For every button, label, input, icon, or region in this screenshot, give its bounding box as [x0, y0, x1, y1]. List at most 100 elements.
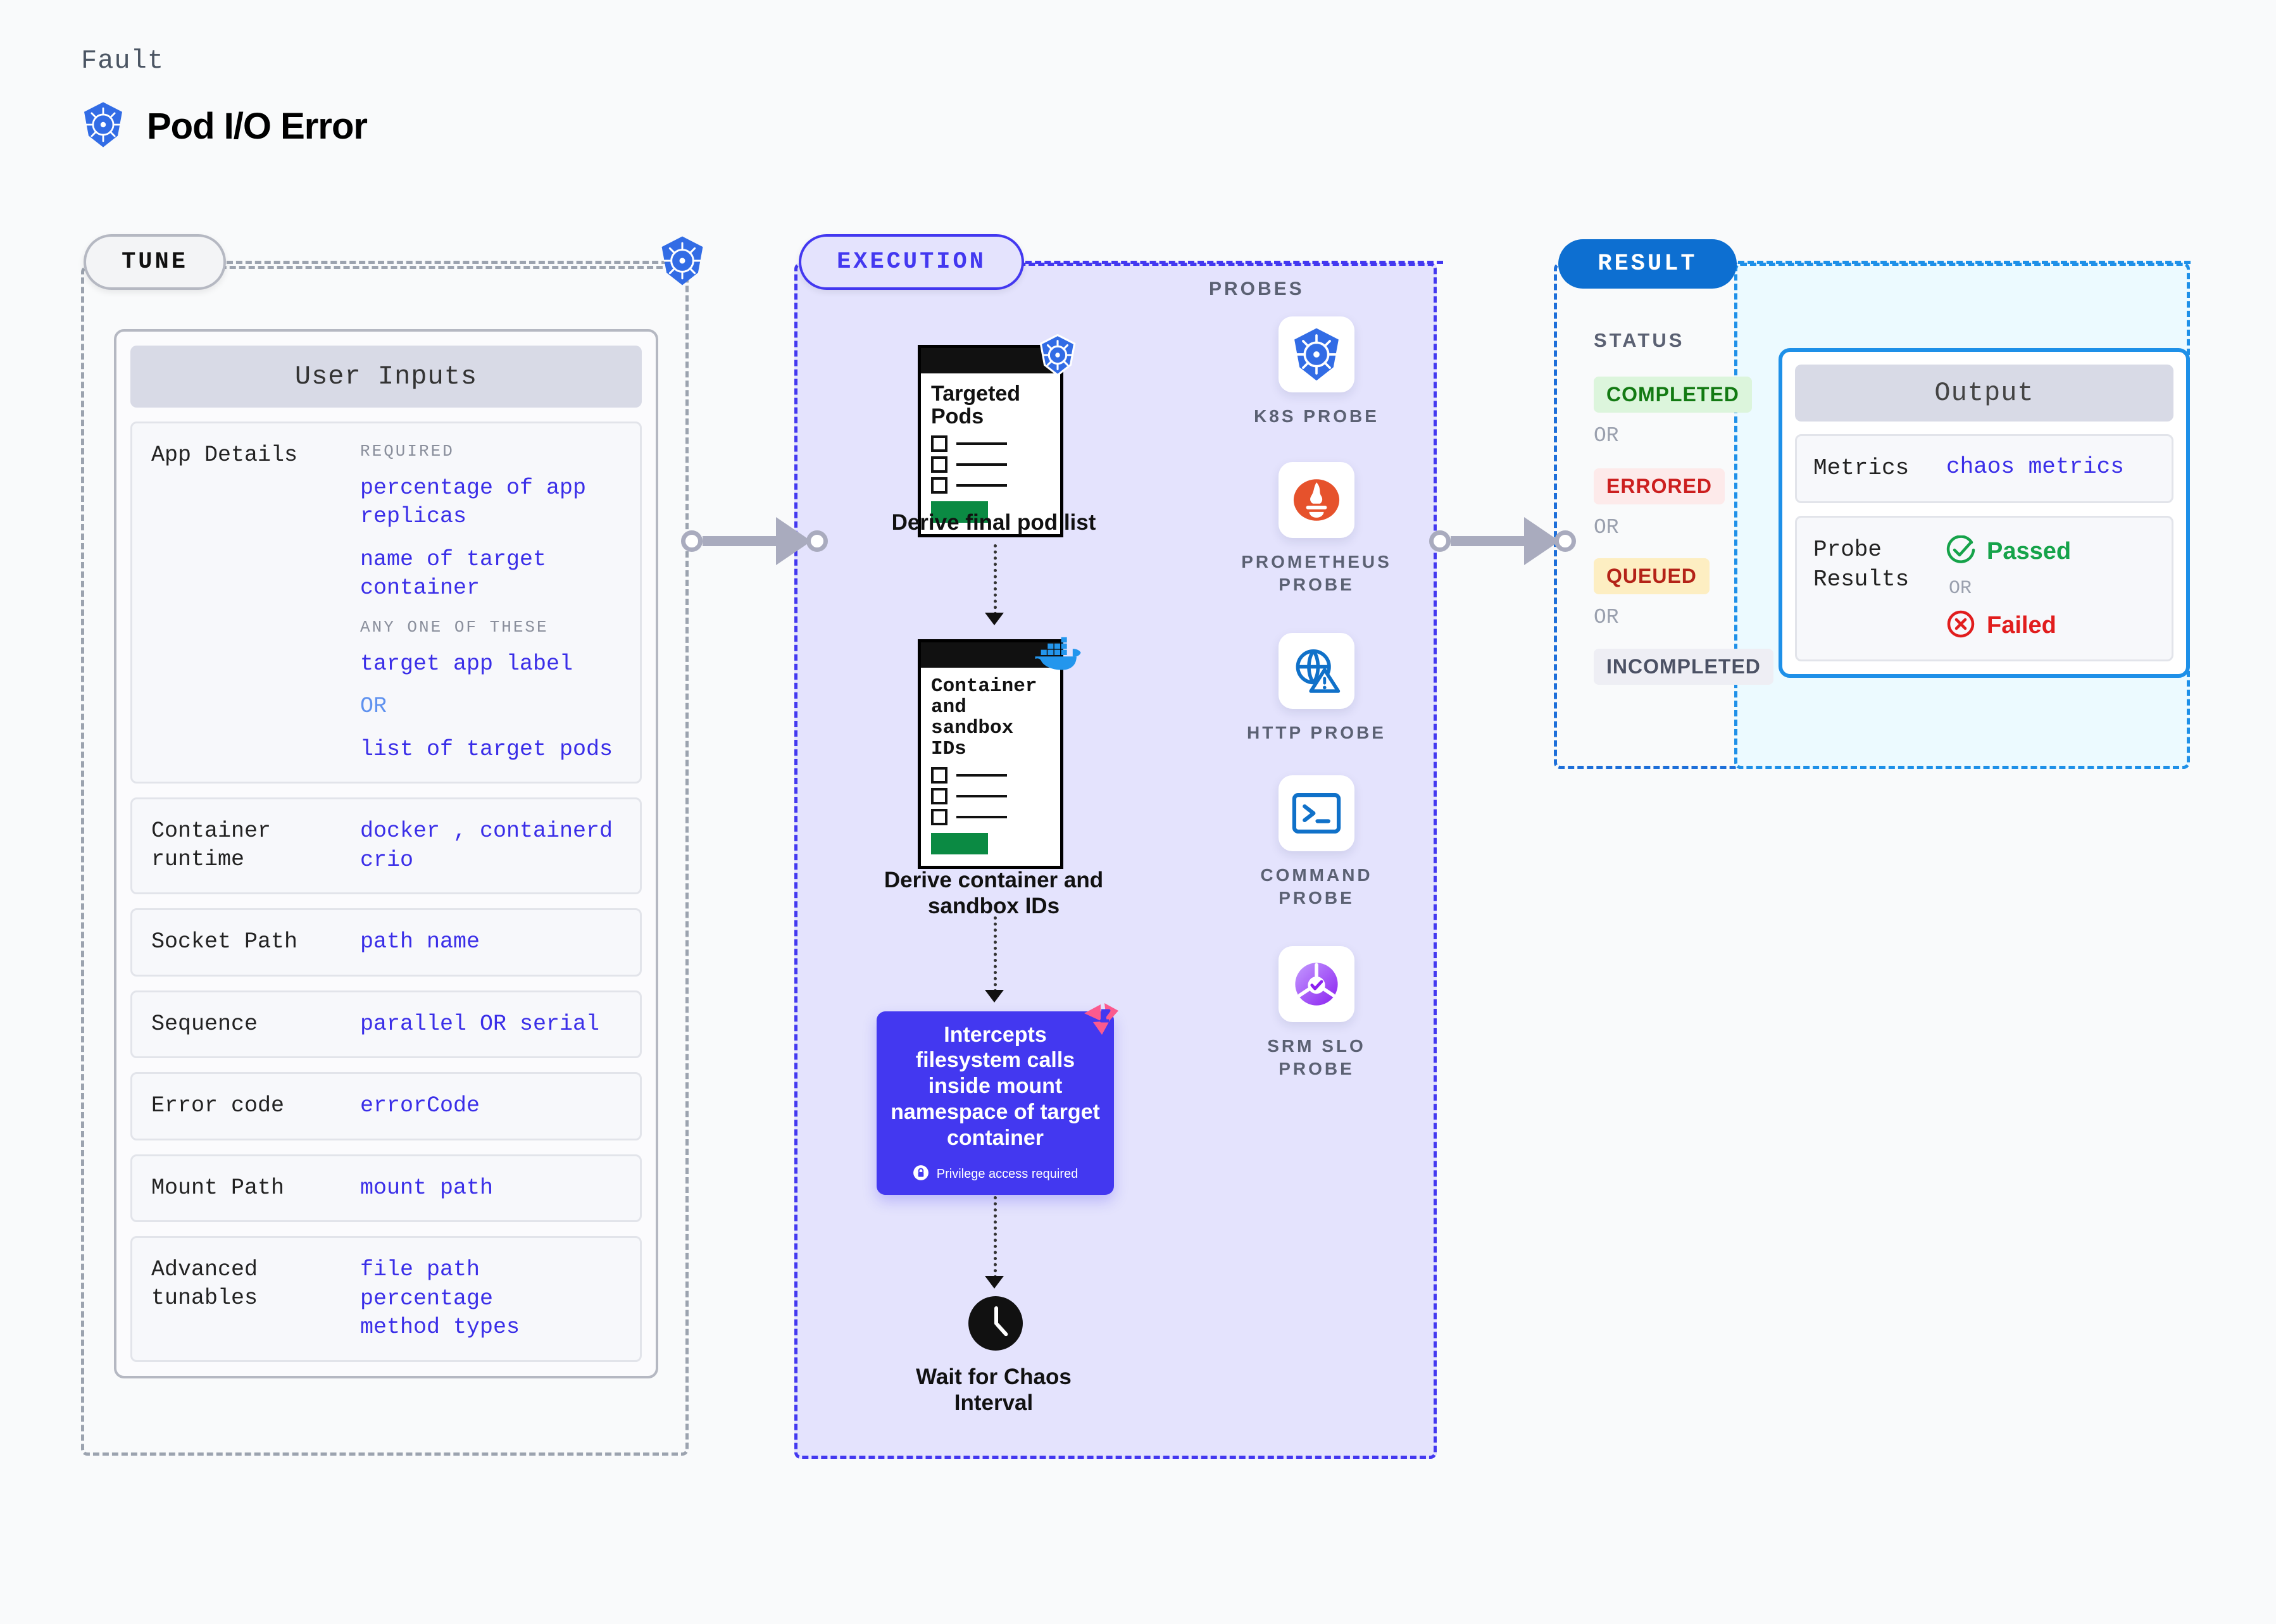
field-caption-required: REQUIRED [360, 442, 454, 461]
lock-icon [913, 1165, 929, 1184]
connector-shaft [1451, 536, 1525, 546]
field-socket-path[interactable]: Socket Path path name [130, 908, 642, 977]
action-text: Intercepts filesystem calls inside mount… [891, 1022, 1100, 1150]
action-intercept-box[interactable]: Intercepts filesystem calls inside mount… [877, 1011, 1114, 1195]
field-value: mount path [360, 1175, 494, 1201]
clock-icon [968, 1296, 1023, 1351]
output-label: Metrics [1813, 455, 1910, 481]
field-label: App Details [151, 442, 298, 468]
connector-knob [1429, 530, 1451, 552]
status-badge-incompleted: INCOMPLETED [1594, 649, 1773, 685]
checkbox-icon [931, 809, 947, 826]
globe-warning-icon [1279, 633, 1354, 709]
probe-label: SRM SLO PROBE [1267, 1036, 1366, 1079]
fault-kicker: Fault [81, 46, 165, 76]
flow-line [994, 544, 997, 615]
doc-title: Targeted Pods [931, 382, 1021, 429]
connector-shaft [703, 536, 777, 546]
tune-tag[interactable]: TUNE [84, 234, 226, 290]
status-or: OR [1594, 606, 1619, 629]
step-targeted-pods[interactable]: Targeted Pods [918, 345, 1063, 538]
result-dash-connector [1738, 261, 2191, 264]
field-value: file path [360, 1257, 480, 1283]
page-title: Pod I/O Error [147, 106, 368, 147]
step-caption: Derive container and sandbox IDs [884, 868, 1104, 919]
doc-title: Container and sandbox IDs [931, 675, 1037, 760]
step-caption: Derive final pod list [891, 510, 1096, 535]
field-label: Mount Path [151, 1175, 285, 1201]
probe-srm-slo[interactable]: SRM SLO PROBE [1244, 946, 1389, 1081]
status-or: OR [1594, 516, 1619, 539]
connector-knob [806, 530, 828, 552]
probe-result-failed: Failed [1987, 611, 2056, 639]
field-label: Error code [151, 1093, 285, 1119]
checkbox-icon [931, 456, 947, 473]
flow-line [994, 1196, 997, 1278]
srm-slo-icon [1279, 946, 1354, 1022]
prometheus-icon [1279, 462, 1354, 538]
field-value: percentage of app replicas [360, 475, 587, 530]
progress-bar [931, 833, 988, 855]
check-circle-icon [1946, 535, 1975, 568]
status-title: STATUS [1594, 329, 1685, 351]
field-value: crio [360, 847, 414, 873]
connector-knob [681, 530, 703, 552]
status-badge-completed: COMPLETED [1594, 377, 1752, 413]
arrow-down-icon [985, 1276, 1004, 1289]
checkbox-icon [931, 788, 947, 805]
output-row-probe-results[interactable]: Probe Results Passed OR [1795, 515, 2173, 661]
arrow-head-icon [776, 517, 811, 565]
probe-http[interactable]: HTTP PROBE [1244, 633, 1389, 744]
field-sequence[interactable]: Sequence parallel OR serial [130, 990, 642, 1059]
checkbox-icon [931, 477, 947, 494]
flow-line [994, 916, 997, 992]
field-label: Socket Path [151, 929, 298, 955]
kubernetes-icon [658, 235, 706, 286]
field-app-details[interactable]: App Details REQUIRED percentage of app r… [130, 422, 642, 784]
field-error-code[interactable]: Error code errorCode [130, 1072, 642, 1140]
step-container-sandbox[interactable]: Container and sandbox IDs [918, 639, 1063, 870]
field-caption-anyone: ANY ONE OF THESE [360, 617, 549, 637]
user-inputs-card: User Inputs App Details REQUIRED percent… [114, 329, 658, 1378]
litmus-icon [1082, 1002, 1121, 1039]
field-value: errorCode [360, 1093, 480, 1119]
execution-tag[interactable]: EXECUTION [799, 234, 1024, 290]
probe-prometheus[interactable]: PROMETHEUS PROBE [1241, 462, 1389, 597]
docker-icon [1034, 636, 1082, 677]
probe-command[interactable]: COMMAND PROBE [1244, 775, 1389, 910]
field-label: Sequence [151, 1011, 258, 1037]
field-value: percentage [360, 1285, 494, 1311]
connector-tune-to-execution [681, 517, 828, 565]
arrow-down-icon [985, 990, 1004, 1003]
field-mount-path[interactable]: Mount Path mount path [130, 1154, 642, 1223]
checkbox-icon [931, 767, 947, 784]
output-card: Output Metrics chaos metrics Probe Resul… [1779, 348, 2190, 678]
field-container-runtime[interactable]: Container runtime docker , containerd cr… [130, 797, 642, 895]
arrow-head-icon [1524, 517, 1560, 565]
probe-k8s[interactable]: K8S PROBE [1244, 316, 1389, 428]
document-icon: Targeted Pods [918, 345, 1063, 538]
probe-result-or: OR [1949, 577, 1972, 599]
field-value: name of target container [360, 546, 547, 601]
kubernetes-icon [81, 101, 125, 151]
tune-panel [81, 266, 689, 1456]
connector-execution-to-result [1429, 517, 1576, 565]
probe-label: HTTP PROBE [1247, 723, 1386, 742]
field-label: Container runtime [151, 818, 272, 872]
privilege-note: Privilege access required [936, 1167, 1079, 1182]
wait-caption: Wait for Chaos Interval [916, 1365, 1072, 1416]
field-advanced-tunables[interactable]: Advanced tunables file path percentage m… [130, 1236, 642, 1362]
status-or: OR [1594, 424, 1619, 447]
fault-title-row: Pod I/O Error [81, 101, 368, 151]
connector-knob [1554, 530, 1576, 552]
tune-dash-connector [227, 261, 677, 264]
probe-result-passed: Passed [1987, 537, 2072, 565]
field-value: docker , containerd [360, 818, 613, 844]
field-value: method types [360, 1315, 520, 1340]
status-badge-queued: QUEUED [1594, 558, 1710, 594]
arrow-down-icon [985, 613, 1004, 625]
output-row-metrics[interactable]: Metrics chaos metrics [1795, 434, 2173, 503]
result-tag[interactable]: RESULT [1558, 239, 1737, 289]
document-icon: Container and sandbox IDs [918, 639, 1063, 870]
execution-dash-connector [1025, 261, 1443, 264]
